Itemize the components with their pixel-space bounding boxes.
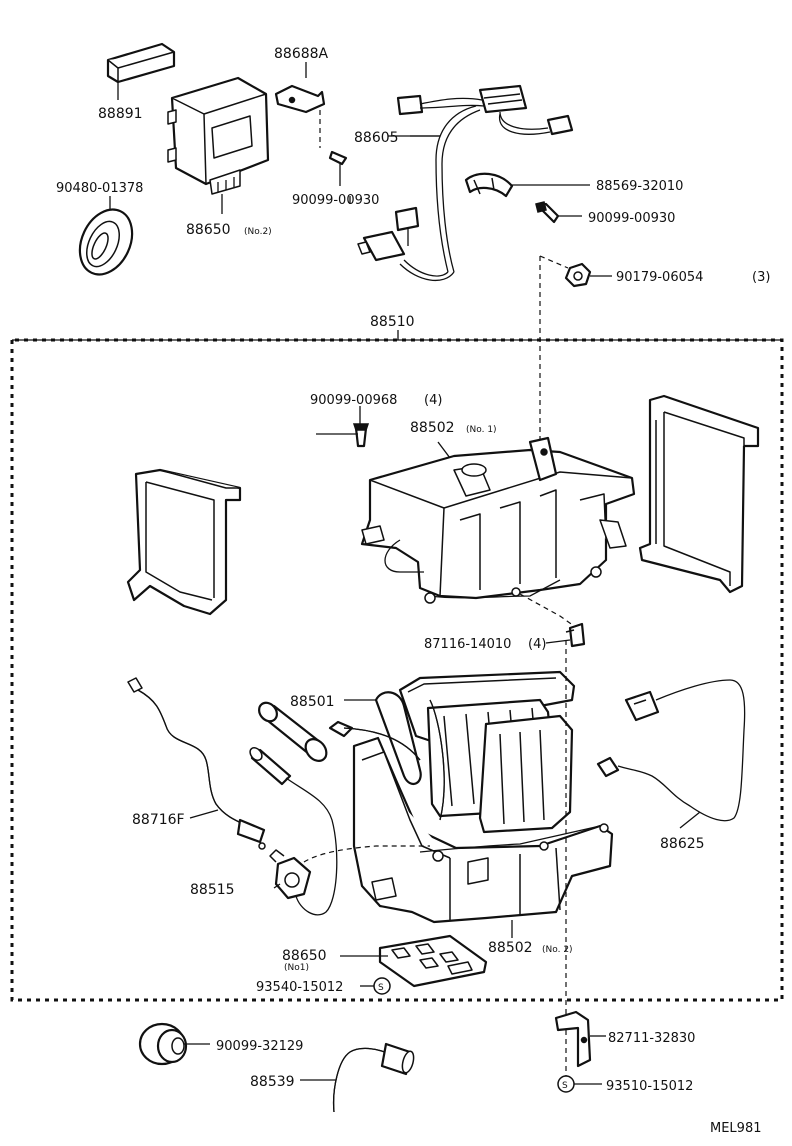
part-88501-evaporator [328,670,576,834]
label-90099-00930-a: 90099-00930 [292,193,379,208]
part-88502-no2-case [352,736,614,938]
label-88650-no1-sub: (No1) [284,963,309,973]
part-88539-hose [300,1042,415,1113]
part-90480-grommet [78,196,134,276]
part-90099-32129-grommet [138,1022,210,1066]
label-82711: 82711-32830 [608,1031,695,1046]
label-90480: 90480-01378 [56,181,143,196]
label-88502-no2: 88502 [488,940,533,956]
diagram-code: MEL981 [710,1121,762,1136]
part-87116-clip [565,622,586,648]
s-mark-93510: S [562,1081,568,1091]
part-88650-no2-amplifier [167,76,270,214]
label-88605: 88605 [354,130,399,146]
leader-lines [189,135,701,987]
label-88625: 88625 [660,836,705,852]
insulator-tubes [249,701,328,786]
label-90179: 90179-06054 [616,270,703,285]
label-88502-no1-sub: (No. 1) [466,425,497,435]
part-82711-bracket [554,640,606,1093]
part-labels: 88891 88688A 88605 90480-01378 90099-009… [56,46,770,1136]
label-88716f: 88716F [132,812,185,828]
label-88650-no1: 88650 [282,948,327,964]
s-mark-93540: S [378,983,384,993]
part-88688a-bracket [274,62,348,186]
label-88650-no2: 88650 [186,222,231,238]
label-90099-00968: 90099-00968 [310,393,397,408]
left-duct-frame [126,468,242,616]
part-90099-00968-screw [352,406,370,448]
part-88569-clamp [464,172,590,198]
label-88515: 88515 [190,882,235,898]
label-90179-qty: (3) [752,270,770,285]
label-90099-32129: 90099-32129 [216,1039,303,1054]
part-88515-thermistor [269,777,430,916]
label-87116-qty: (4) [528,637,546,652]
part-88650-no1-board [378,934,488,988]
label-88539: 88539 [250,1074,295,1090]
label-88502-no2-sub: (No. 2) [542,945,573,955]
part-88716f-pipe [127,677,266,850]
label-93540: 93540-15012 [256,980,343,995]
label-88569: 88569-32010 [596,179,683,194]
label-88510: 88510 [370,314,415,330]
part-90179-nut [539,255,612,460]
assembly-boundary [10,330,784,1002]
label-93510: 93510-15012 [606,1079,693,1094]
right-duct-frame [638,394,760,594]
part-90099-screw-b [535,201,582,224]
label-90099-00968-qty: (4) [424,393,442,408]
part-88891-block [106,42,176,100]
label-88650-no2-sub: (No.2) [244,227,272,237]
label-88891: 88891 [98,106,143,122]
label-88688a: 88688A [274,46,329,62]
label-88501: 88501 [290,694,335,710]
part-88625-wire [596,679,746,822]
part-88605-harness [349,84,574,282]
label-90099-00930-b: 90099-00930 [588,211,675,226]
part-88502-no1-case [360,436,636,627]
label-88502-no1: 88502 [410,420,455,436]
label-87116: 87116-14010 [424,637,511,652]
